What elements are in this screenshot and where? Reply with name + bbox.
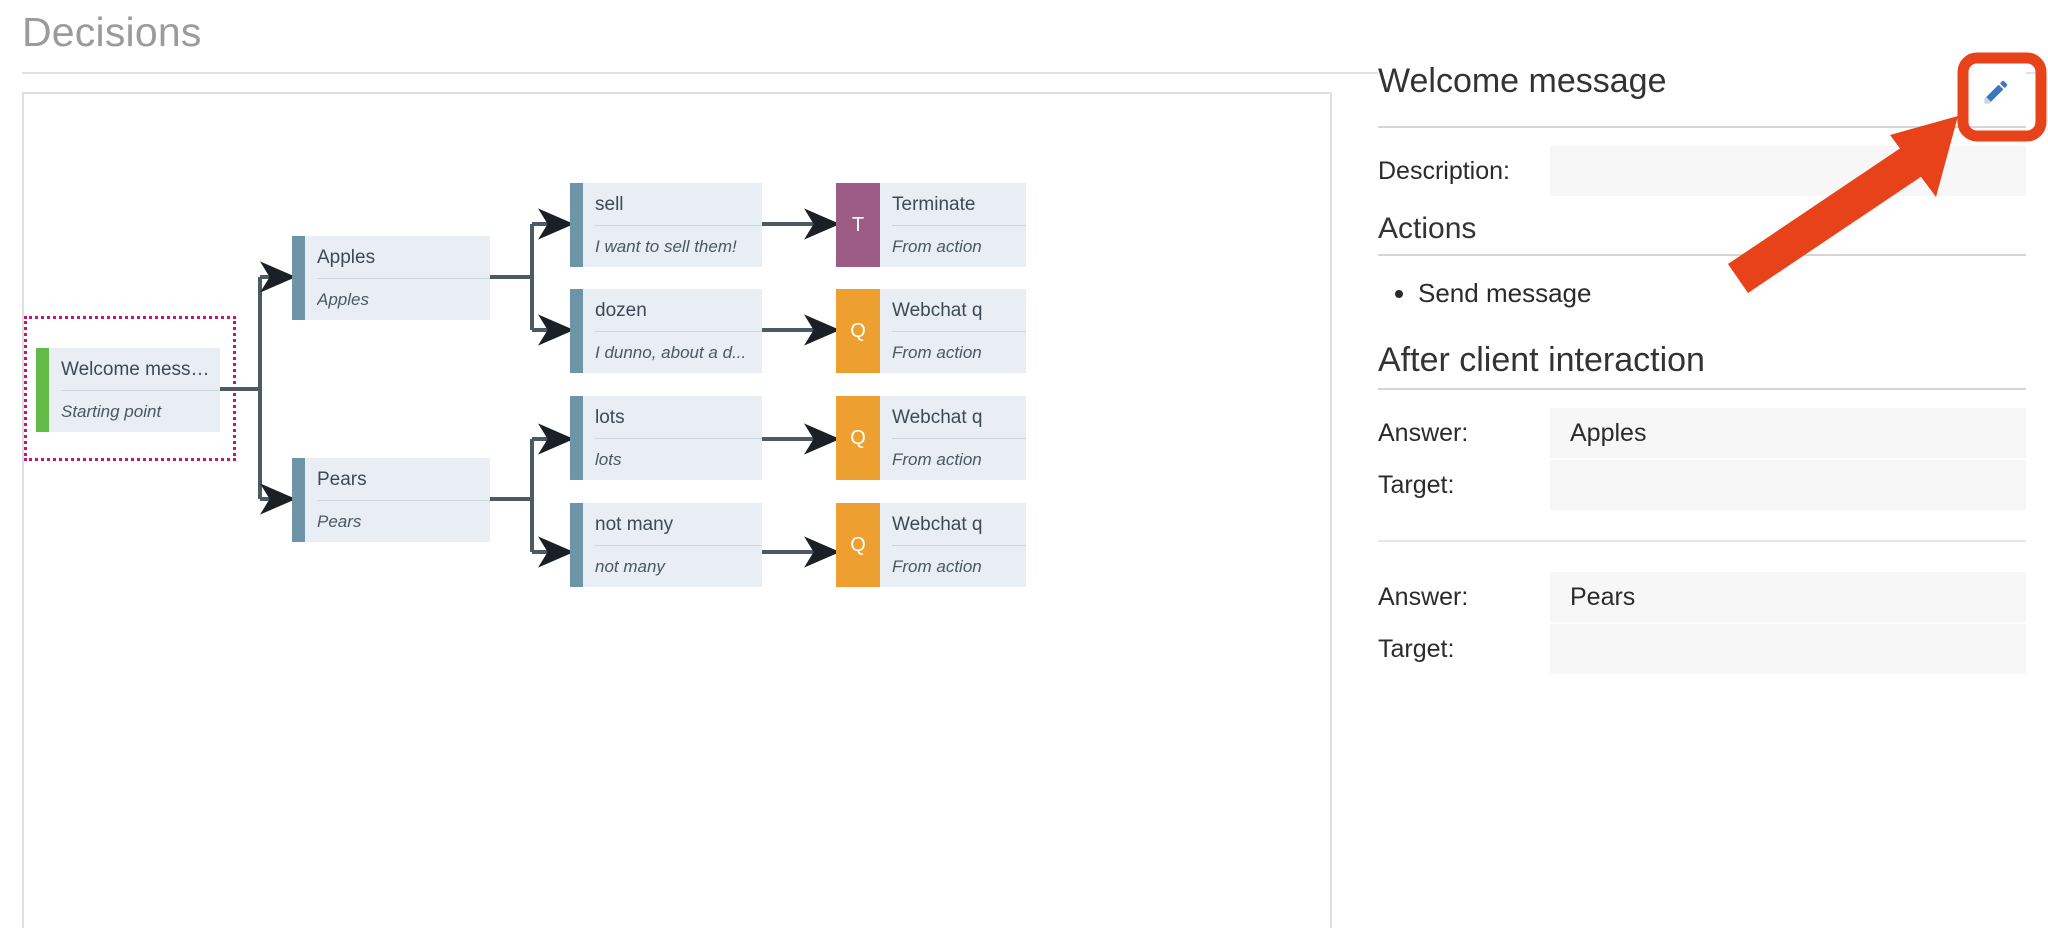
description-row: Description: [1378, 146, 2026, 196]
node-body: not many not many [583, 503, 762, 587]
branch-1-target-row: Target: [1378, 624, 2026, 674]
branch-1-answer-row: Answer: Pears [1378, 572, 2026, 622]
node-body: Webchat q From action [880, 289, 1026, 373]
node-subtitle: From action [892, 237, 982, 256]
flow-node-webchat-q-3[interactable]: Q Webchat q From action [836, 503, 1026, 587]
edit-button[interactable] [1966, 62, 2026, 122]
node-title: Webchat q [892, 289, 1026, 332]
node-title: Welcome message [61, 348, 220, 391]
decision-tree-canvas[interactable]: Welcome message Starting point Apples Ap… [22, 92, 1332, 928]
page-title: Decisions [22, 9, 202, 55]
node-accent-bar [570, 289, 583, 373]
branch-0-answer-row: Answer: Apples [1378, 408, 2026, 458]
node-accent-bar [570, 183, 583, 267]
node-subtitle: From action [892, 343, 982, 362]
node-accent-bar [36, 348, 49, 432]
flow-node-not-many[interactable]: not many not many [570, 503, 762, 587]
node-badge-webchat: Q [836, 503, 880, 587]
node-subtitle: Starting point [61, 402, 162, 421]
flow-node-apples[interactable]: Apples Apples [292, 236, 490, 320]
node-body: Pears Pears [305, 458, 490, 542]
branch-0-target-row: Target: [1378, 460, 2026, 510]
node-title: dozen [595, 289, 762, 332]
selection-outline [24, 316, 236, 461]
node-body: Welcome message Starting point [49, 348, 220, 432]
node-subtitle: Apples [317, 290, 369, 309]
node-subtitle: Pears [317, 512, 362, 531]
node-body: Apples Apples [305, 236, 490, 320]
answer-value[interactable]: Apples [1550, 408, 2026, 458]
node-body: Terminate From action [880, 183, 1026, 267]
flow-node-sell[interactable]: sell I want to sell them! [570, 183, 762, 267]
node-title: sell [595, 183, 762, 226]
actions-list: Send message [1378, 274, 2026, 313]
node-title: Terminate [892, 183, 1026, 226]
flow-node-pears[interactable]: Pears Pears [292, 458, 490, 542]
node-title: lots [595, 396, 762, 439]
node-title: Apples [317, 236, 490, 279]
answer-value[interactable]: Pears [1550, 572, 2026, 622]
node-title: Webchat q [892, 396, 1026, 439]
after-interaction-heading: After client interaction [1378, 341, 2026, 390]
answer-label: Answer: [1378, 418, 1469, 447]
node-subtitle: lots [595, 450, 622, 469]
node-body: Webchat q From action [880, 503, 1026, 587]
node-subtitle: I want to sell them! [595, 237, 737, 256]
node-title: Webchat q [892, 503, 1026, 546]
node-subtitle: I dunno, about a d... [595, 343, 747, 362]
node-accent-bar [292, 236, 305, 320]
description-value[interactable] [1550, 146, 2026, 196]
flow-node-dozen[interactable]: dozen I dunno, about a d... [570, 289, 762, 373]
flow-node-webchat-q-1[interactable]: Q Webchat q From action [836, 289, 1026, 373]
pencil-icon [1984, 80, 2008, 104]
node-subtitle: not many [595, 557, 665, 576]
target-value[interactable] [1550, 624, 2026, 674]
node-badge-terminate: T [836, 183, 880, 267]
target-value[interactable] [1550, 460, 2026, 510]
node-badge-webchat: Q [836, 289, 880, 373]
flow-node-terminate[interactable]: T Terminate From action [836, 183, 1026, 267]
node-accent-bar [570, 396, 583, 480]
node-body: dozen I dunno, about a d... [583, 289, 762, 373]
description-label: Description: [1378, 156, 1510, 185]
details-header: Welcome message [1378, 60, 2026, 128]
node-accent-bar [570, 503, 583, 587]
target-label: Target: [1378, 470, 1455, 499]
node-subtitle: From action [892, 557, 982, 576]
node-title: Pears [317, 458, 490, 501]
flow-node-webchat-q-2[interactable]: Q Webchat q From action [836, 396, 1026, 480]
flow-node-welcome-message[interactable]: Welcome message Starting point [36, 348, 220, 432]
node-body: sell I want to sell them! [583, 183, 762, 267]
branch-divider [1378, 540, 2026, 542]
node-body: Webchat q From action [880, 396, 1026, 480]
node-title: not many [595, 503, 762, 546]
actions-heading: Actions [1378, 212, 2026, 256]
node-body: lots lots [583, 396, 762, 480]
node-accent-bar [292, 458, 305, 542]
flow-node-lots[interactable]: lots lots [570, 396, 762, 480]
action-item[interactable]: Send message [1418, 274, 2026, 313]
node-badge-webchat: Q [836, 396, 880, 480]
answer-label: Answer: [1378, 582, 1469, 611]
details-heading: Welcome message [1378, 62, 1667, 100]
details-panel: Welcome message Description: Actions Sen… [1378, 60, 2026, 928]
target-label: Target: [1378, 634, 1455, 663]
title-divider [22, 72, 2036, 74]
node-subtitle: From action [892, 450, 982, 469]
canvas-inner: Welcome message Starting point Apples Ap… [24, 94, 1330, 928]
